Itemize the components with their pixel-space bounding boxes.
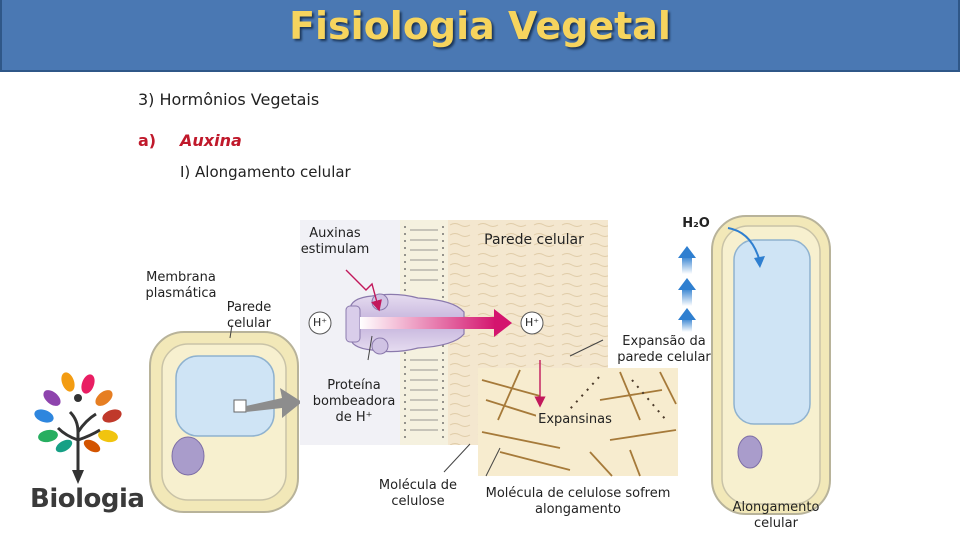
label-proteina: Proteína bombeadora de H⁺ xyxy=(312,378,396,425)
page-title: Fisiologia Vegetal xyxy=(289,4,671,48)
label-expansinas: Expansinas xyxy=(536,412,614,428)
label-parede-celular-top: Parede celular xyxy=(484,232,584,248)
label-molecula-celulose: Molécula de celulose xyxy=(378,478,458,509)
label-h2o: H₂O xyxy=(682,216,710,231)
item-title: Auxina xyxy=(180,131,242,150)
subtopic-heading: I) Alongamento celular xyxy=(180,163,351,181)
title-bar xyxy=(0,0,960,72)
label-h-plus-left: H⁺ xyxy=(312,316,328,329)
small-cell xyxy=(149,331,299,513)
logo-text: Biologia xyxy=(30,484,145,514)
label-parede-celular-small: Parede celular xyxy=(226,300,272,331)
water-arrows xyxy=(678,246,696,332)
label-h-plus-right: H⁺ xyxy=(524,316,540,329)
label-celulose-sofrem: Molécula de celulose sofrem alongamento xyxy=(485,486,671,517)
elongated-cell xyxy=(711,215,831,515)
item-letter: a) xyxy=(138,131,157,150)
label-alongamento-celular: Alongamento celular xyxy=(732,500,820,531)
label-expansao: Expansão da parede celular xyxy=(617,334,711,365)
label-membrana-plasmatica: Membrana plasmática xyxy=(145,270,217,301)
section-heading: 3) Hormônios Vegetais xyxy=(138,90,320,109)
label-auxinas-estimulam: Auxinas estimulam xyxy=(300,226,370,257)
zoom-arrow xyxy=(246,388,302,418)
logo-tree xyxy=(34,372,122,484)
